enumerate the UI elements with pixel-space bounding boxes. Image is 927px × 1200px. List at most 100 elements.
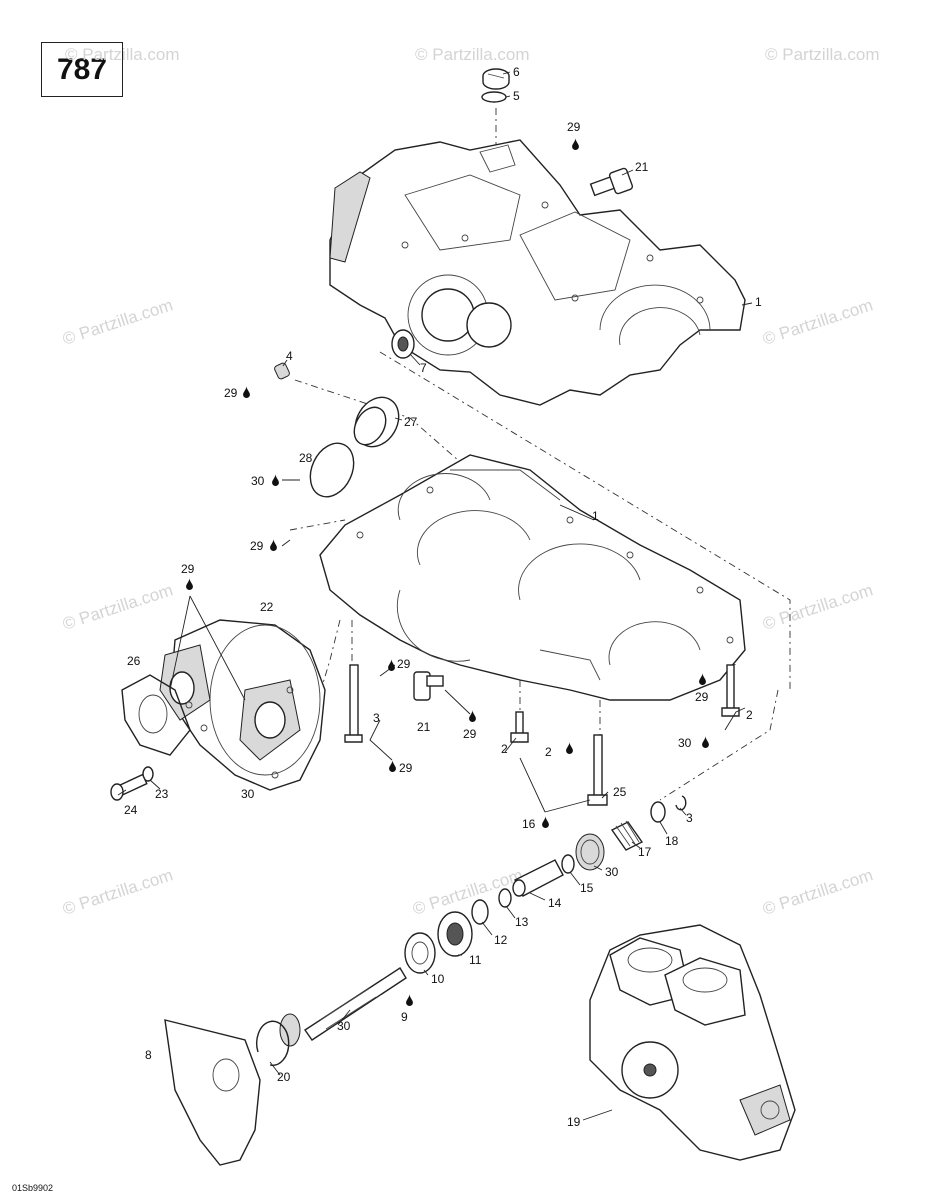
lower-crankcase [319, 454, 746, 701]
rotary-valve-cover-part-22 [159, 619, 326, 791]
callout-label: 30 [251, 474, 265, 488]
callout-label: 1 [755, 295, 762, 309]
callout-label: 19 [567, 1115, 581, 1129]
watermark: © Partzilla.com [60, 295, 175, 348]
bolt-part-2-mid [510, 732, 529, 743]
callout-label: 12 [494, 933, 508, 947]
callout-label: 3 [686, 811, 693, 825]
callout-label: 30 [605, 865, 619, 879]
oil-drop-icon [389, 760, 396, 772]
callout-label: 11 [469, 953, 482, 967]
callout-label: 26 [127, 654, 141, 668]
callout-label: 5 [513, 89, 520, 103]
bolt-part-3-left [349, 664, 359, 738]
callout-label: 25 [613, 785, 627, 799]
watermark: © Partzilla.com [60, 580, 175, 633]
callout-label: 21 [417, 720, 431, 734]
watermark: © Partzilla.com [60, 865, 175, 918]
callout-label: 15 [580, 881, 594, 895]
watermark: © Partzilla.com [760, 295, 875, 348]
callout-label: 13 [515, 915, 529, 929]
callout-label: 24 [124, 803, 138, 817]
callout-label: 10 [431, 972, 445, 986]
oil-drop-icon [542, 816, 549, 828]
watermark: © Partzilla.com [760, 865, 875, 918]
oil-drop-icon [566, 742, 573, 754]
oil-drop-icon [702, 736, 709, 748]
callout-label: 30 [678, 736, 692, 750]
dowel-part-4 [274, 362, 290, 380]
engine-assembly-part-31 [589, 924, 796, 1161]
oil-drop-icon [272, 474, 279, 486]
callout-label: 23 [155, 787, 169, 801]
washer-part-11 [471, 899, 489, 925]
oil-drop-icon [572, 138, 579, 150]
callout-label: 17 [638, 845, 652, 859]
disc-part-20 [164, 1019, 261, 1166]
callout-label: 16 [522, 817, 536, 831]
model-number-box: 787 [41, 42, 123, 97]
circlip-part-19 [256, 1020, 290, 1067]
oil-drop-icon [469, 710, 476, 722]
callout-label: 18 [665, 834, 679, 848]
watermark: © Partzilla.com [765, 45, 880, 64]
callout-label: 21 [635, 160, 649, 174]
callout-label: 29 [695, 690, 709, 704]
callout-label: 2 [746, 708, 753, 722]
watermark: © Partzilla.com [415, 45, 530, 64]
shaft-part-8 [279, 967, 407, 1047]
callout-label: 29 [224, 386, 238, 400]
callout-label: 29 [463, 727, 477, 741]
bearing-part-10 [437, 911, 473, 957]
callout-label: 22 [260, 600, 274, 614]
callout-label: 29 [567, 120, 581, 134]
watermark: © Partzilla.com [65, 45, 180, 64]
elbow-fitting-part-21-lower [413, 671, 444, 701]
seal-part-9 [404, 932, 436, 974]
oil-drop-icon [388, 659, 395, 671]
washer-part-17 [650, 801, 666, 823]
oil-drop-icon [186, 578, 193, 590]
callout-label: 20 [277, 1070, 291, 1084]
callout-label: 4 [286, 349, 293, 363]
callout-label: 29 [250, 539, 264, 553]
callout-label: 3 [373, 711, 380, 725]
callout-label: 29 [181, 562, 195, 576]
callout-label: 14 [548, 896, 562, 910]
callout-label: 6 [513, 65, 520, 79]
figure-code: 01Sb9902 [12, 1183, 54, 1193]
callout-label: 7 [420, 361, 427, 375]
bolt-part-3-right [593, 734, 603, 798]
o-ring-part-28 [309, 442, 355, 498]
callout-label: 30 [241, 787, 255, 801]
callout-label: 27 [404, 415, 418, 429]
callout-label: 29 [397, 657, 411, 671]
callout-label: 8 [145, 1048, 152, 1062]
elbow-fitting-part-21-upper [589, 167, 634, 197]
sleeve-part-13 [512, 859, 564, 897]
callout-label: 9 [401, 1010, 408, 1024]
leader-lines [117, 71, 753, 1121]
washer-part-14 [561, 854, 575, 874]
gasket-part-26 [121, 674, 191, 756]
circlip-part-18 [675, 795, 687, 811]
screw-part-25 [110, 773, 148, 801]
callout-label: 2 [501, 742, 508, 756]
callout-label: 2 [545, 745, 552, 759]
spring-part-16 [610, 820, 644, 851]
pinion-gear-part-15 [575, 833, 605, 871]
oil-drop-icon [243, 386, 250, 398]
watermark: © Partzilla.com [760, 580, 875, 633]
bolt-part-2-right [726, 664, 735, 711]
oil-drop-icon [270, 539, 277, 551]
watermark: © Partzilla.com [410, 865, 525, 918]
callout-label: 28 [299, 451, 313, 465]
seal-part-7 [391, 329, 415, 359]
o-ring-part-5 [481, 91, 507, 103]
upper-crankcase [329, 139, 746, 406]
callout-label: 30 [337, 1019, 351, 1033]
model-number: 787 [56, 52, 108, 86]
washer-part-12 [498, 888, 512, 908]
callout-label: 29 [399, 761, 413, 775]
